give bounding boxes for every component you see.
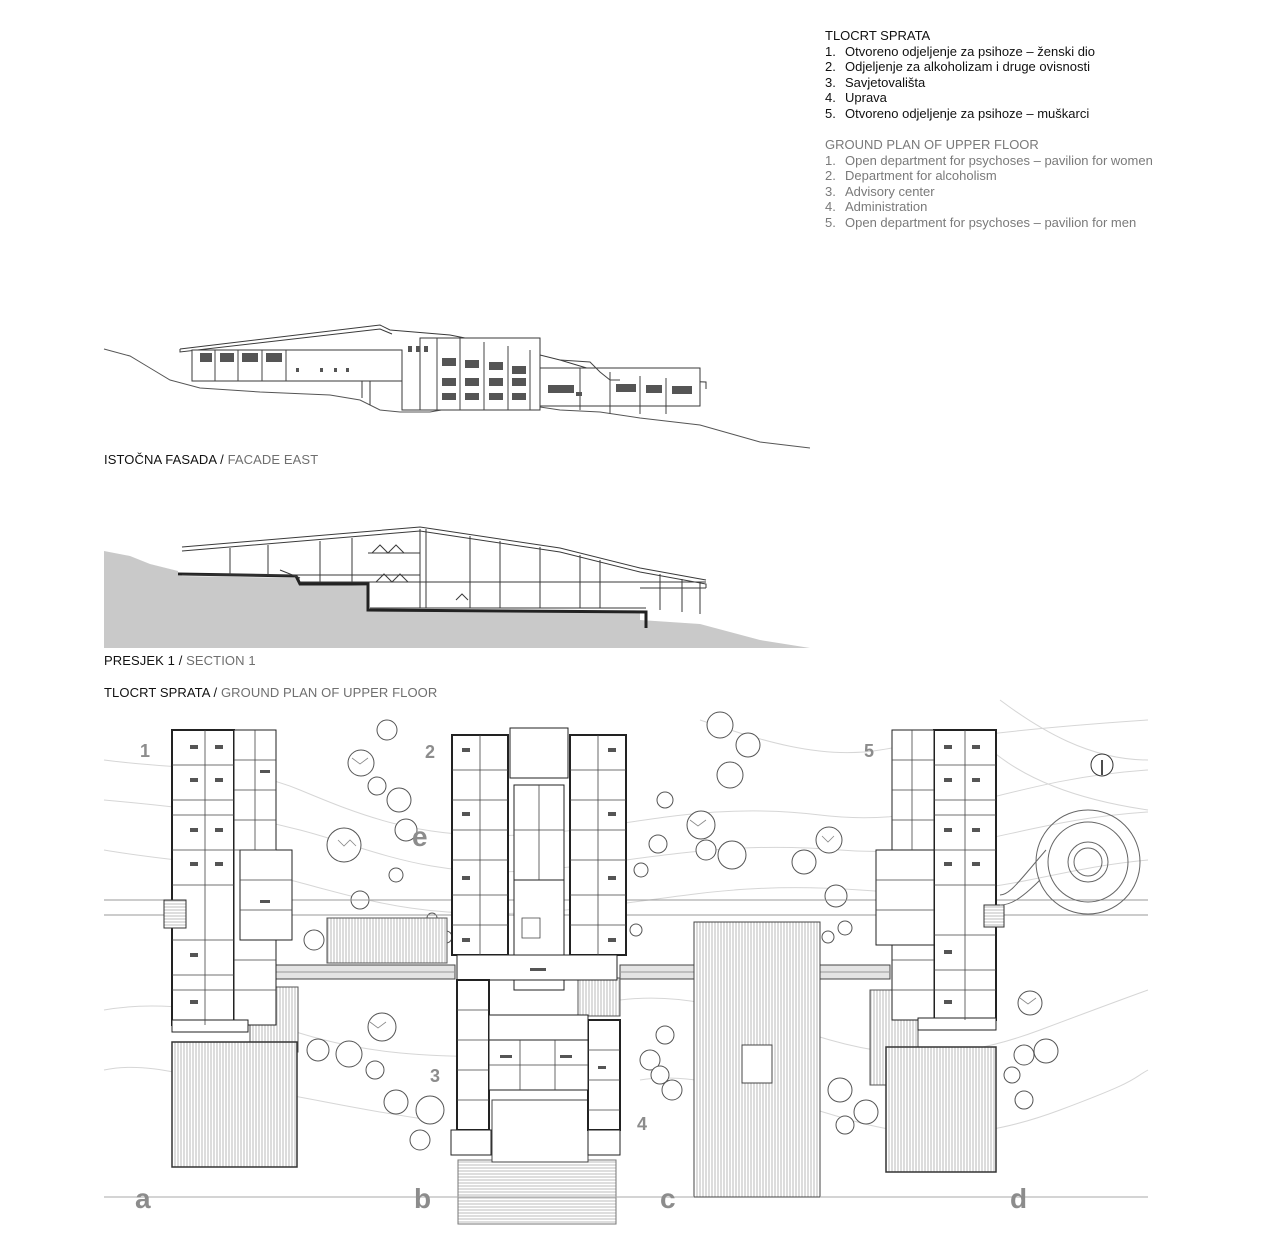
plan-label-5: 5 bbox=[864, 741, 874, 761]
legend-english-title: GROUND PLAN OF UPPER FLOOR bbox=[825, 137, 1039, 152]
legend-english: GROUND PLAN OF UPPER FLOOR 1.Open depart… bbox=[825, 137, 1155, 230]
north-arrow-icon bbox=[1090, 753, 1114, 777]
caption-facade-east: ISTOČNA FASADA / FACADE EAST bbox=[104, 452, 319, 467]
legend-english-item: 1.Open department for psychoses – pavili… bbox=[825, 152, 1153, 168]
legend-english-item: 4.Administration bbox=[825, 199, 928, 214]
pavilion-1-plan bbox=[171, 729, 293, 1033]
plan-letter-b: b bbox=[414, 1183, 431, 1214]
plan-letter-e: e bbox=[412, 821, 428, 852]
plan-label-2: 2 bbox=[425, 742, 435, 762]
plan-letter-a: a bbox=[135, 1183, 151, 1214]
legend-local: TLOCRT SPRATA 1.Otvoreno odjeljenje za p… bbox=[825, 28, 1205, 121]
legend-local-title: TLOCRT SPRATA bbox=[825, 28, 931, 43]
legend-local-item: 1.Otvoreno odjeljenje za psihoze – žensk… bbox=[825, 43, 1096, 59]
section-1-drawing bbox=[104, 526, 810, 648]
ground-plan: 1 2 3 4 5 a b c d e bbox=[103, 699, 1149, 1225]
legend-english-item: 2.Department for alcoholism bbox=[825, 168, 997, 183]
plan-label-1: 1 bbox=[140, 741, 150, 761]
plan-letter-c: c bbox=[660, 1183, 676, 1214]
caption-section-1: PRESJEK 1 / SECTION 1 bbox=[104, 653, 256, 668]
legend-local-item: 4.Uprava bbox=[825, 90, 887, 105]
legend-local-item: 5.Otvoreno odjeljenje za psihoze – muška… bbox=[825, 105, 1090, 121]
legend-local-item: 3.Savjetovališta bbox=[825, 74, 926, 90]
facade-east-elevation bbox=[103, 324, 811, 449]
caption-ground-plan: TLOCRT SPRATA / GROUND PLAN OF UPPER FLO… bbox=[104, 685, 438, 700]
legend-local-item: 2.Odjeljenje za alkoholizam i druge ovis… bbox=[825, 59, 1090, 74]
roundabout bbox=[999, 809, 1141, 915]
plan-letter-d: d bbox=[1010, 1183, 1027, 1214]
plan-label-4: 4 bbox=[637, 1114, 647, 1134]
legend-english-item: 3.Advisory center bbox=[825, 183, 935, 199]
legend-english-item: 5.Open department for psychoses – pavili… bbox=[825, 214, 1137, 230]
plan-label-3: 3 bbox=[430, 1066, 440, 1086]
